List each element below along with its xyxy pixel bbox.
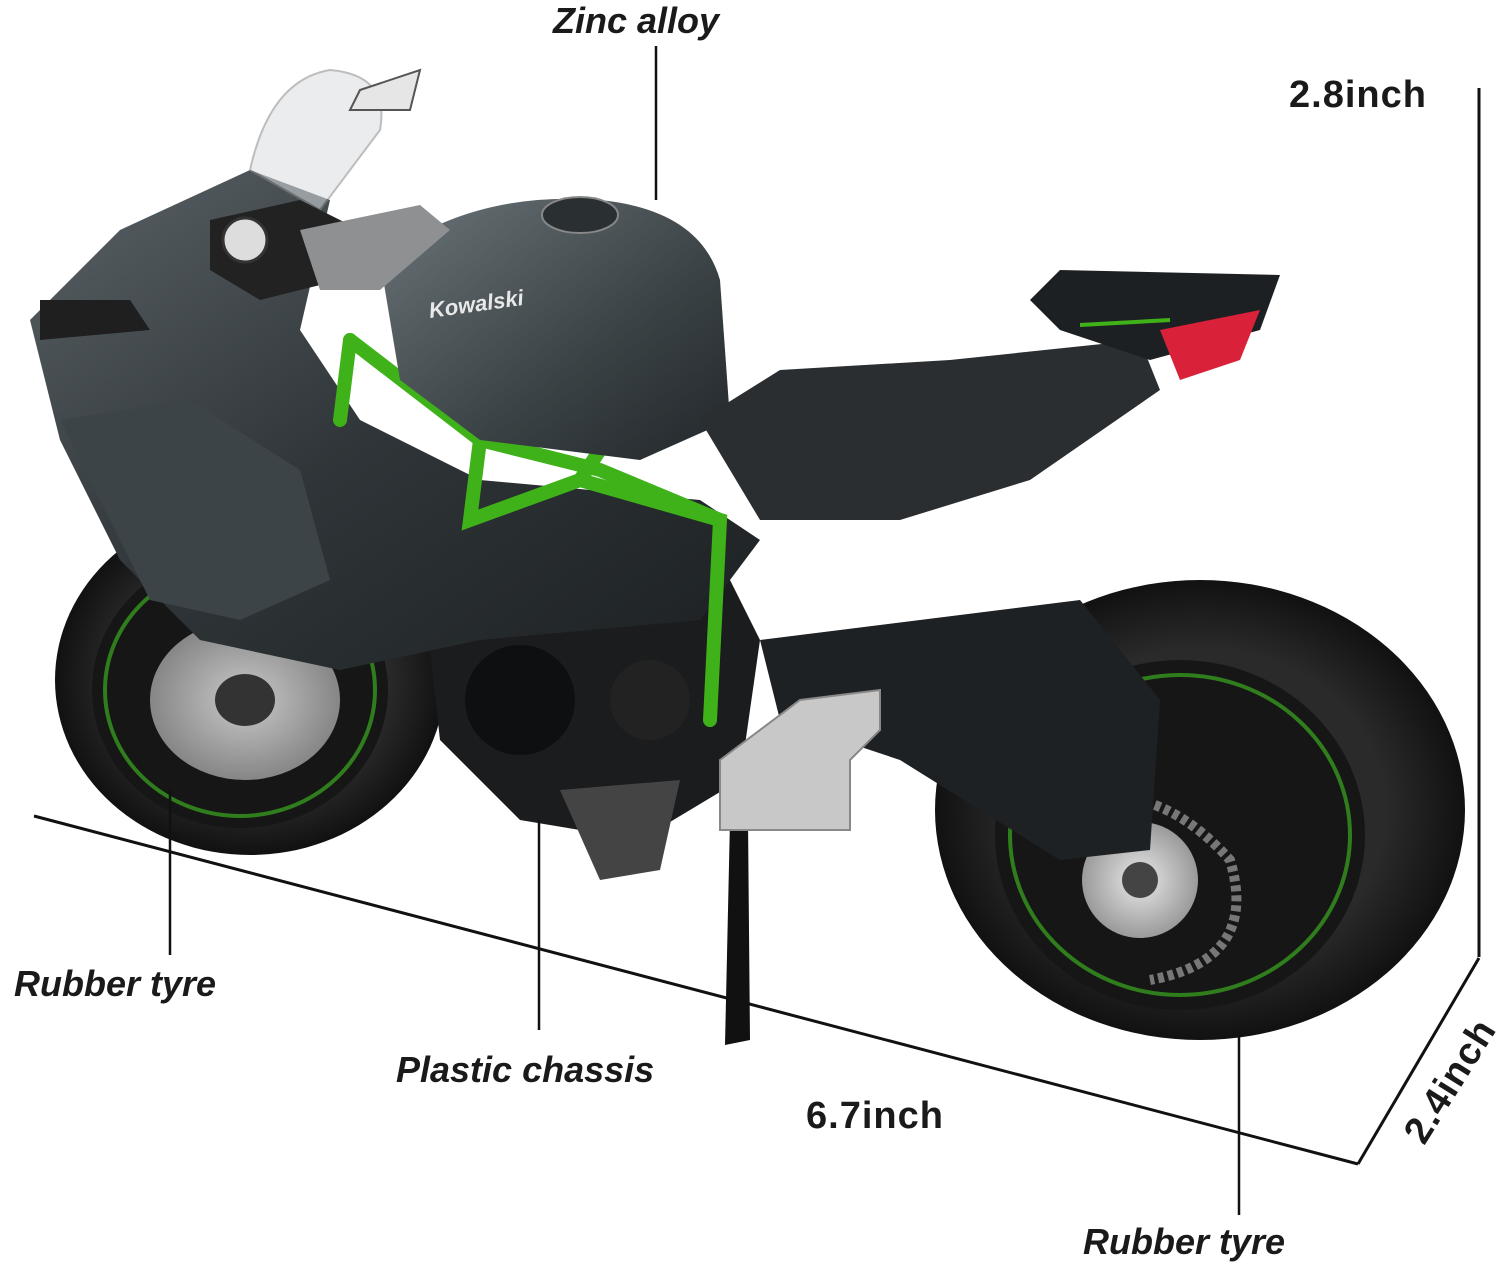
footpeg-bracket <box>719 688 881 831</box>
dimension-lines <box>33 88 1481 1166</box>
windscreen <box>248 68 383 212</box>
depth-dimension-line <box>1356 957 1481 1165</box>
swingarm <box>760 600 1160 860</box>
front-fairing <box>30 170 760 670</box>
plastic-chassis-label: Plastic chassis <box>396 1049 655 1090</box>
height-dimension-label: 2.8inch <box>1289 74 1427 116</box>
side-stand <box>725 820 750 1045</box>
fuel-tank: Kowalski <box>380 196 730 460</box>
length-dimension-label: 6.7inch <box>806 1095 944 1137</box>
front-tyre-label: Rubber tyre <box>14 963 217 1004</box>
handlebar-cockpit <box>40 68 450 340</box>
rear-tyre-label: Rubber tyre <box>1083 1221 1286 1262</box>
seat-tail <box>700 270 1280 520</box>
length-dimension-line <box>33 814 1359 1166</box>
callout-leader-lines <box>168 46 1241 1215</box>
zinc-alloy-label: Zinc alloy <box>553 0 720 41</box>
